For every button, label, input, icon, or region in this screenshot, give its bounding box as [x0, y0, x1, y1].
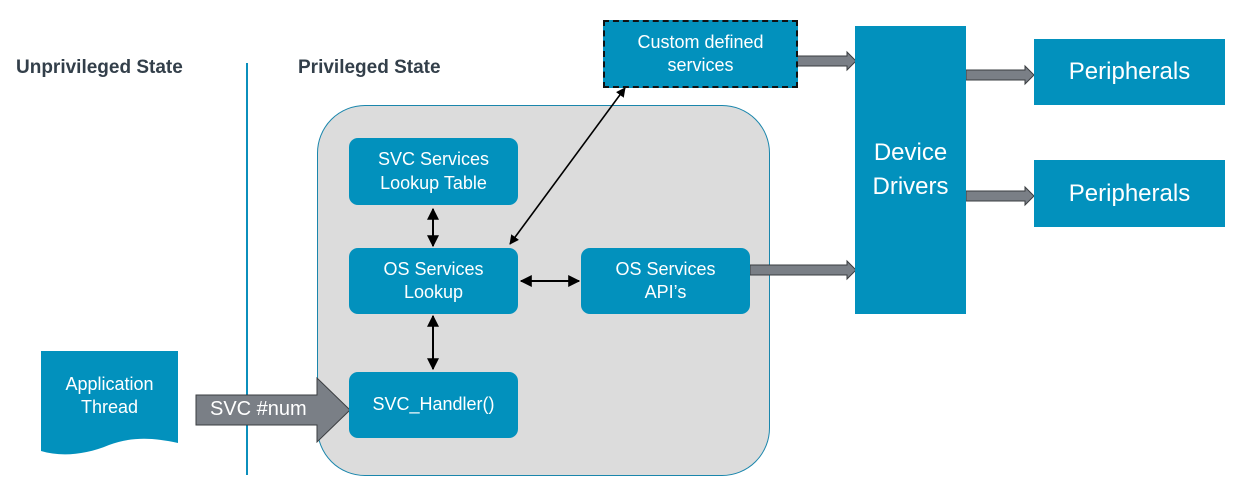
svc-num-label: SVC #num — [210, 398, 307, 420]
custom-to-drivers-block-arrow — [796, 50, 857, 72]
os-apis-line1: OS Services — [615, 258, 716, 279]
application-thread-line2: Thread — [80, 397, 139, 417]
svc-lookup-table-line2: Lookup Table — [380, 172, 487, 193]
svc-num-block-arrow — [195, 376, 351, 444]
apis-to-drivers-block-arrow — [749, 259, 857, 281]
drivers-to-peripherals1-block-arrow — [965, 64, 1035, 86]
custom-defined-services-node[interactable]: Custom defined services — [603, 20, 798, 88]
os-services-lookup-node[interactable]: OS Services Lookup — [349, 248, 518, 314]
unprivileged-state-header: Unprivileged State — [16, 57, 183, 78]
svc-handler-node[interactable]: SVC_Handler() — [349, 372, 518, 438]
svc-lookup-table-line1: SVC Services — [377, 149, 490, 170]
device-drivers-line2: Drivers — [872, 173, 949, 200]
svc-services-lookup-table-node[interactable]: SVC Services Lookup Table — [349, 138, 518, 205]
custom-services-line1: Custom defined — [637, 31, 764, 52]
drivers-to-peripherals2-block-arrow — [965, 185, 1035, 207]
peripherals-1-label: Peripherals — [1068, 58, 1191, 86]
os-apis-line2: API’s — [644, 282, 687, 302]
peripherals-node-1[interactable]: Peripherals — [1034, 39, 1225, 105]
application-thread-shape[interactable] — [41, 351, 178, 461]
svc-handler-label: SVC_Handler() — [372, 394, 495, 415]
device-drivers-line1: Device — [873, 139, 948, 167]
os-lookup-line1: OS Services — [383, 258, 484, 279]
peripherals-2-label: Peripherals — [1068, 179, 1191, 207]
application-thread-node: Application Thread — [41, 356, 178, 436]
application-thread-line1: Application — [65, 373, 154, 394]
os-services-apis-node[interactable]: OS Services API’s — [581, 248, 750, 314]
edge-lookup-to-custom — [509, 87, 626, 245]
peripherals-node-2[interactable]: Peripherals — [1034, 160, 1225, 227]
custom-services-line2: services — [667, 55, 734, 75]
os-lookup-line2: Lookup — [403, 282, 464, 302]
privileged-state-header: Privileged State — [298, 57, 441, 78]
device-drivers-node[interactable]: Device Drivers — [855, 26, 966, 314]
state-divider — [246, 63, 248, 475]
